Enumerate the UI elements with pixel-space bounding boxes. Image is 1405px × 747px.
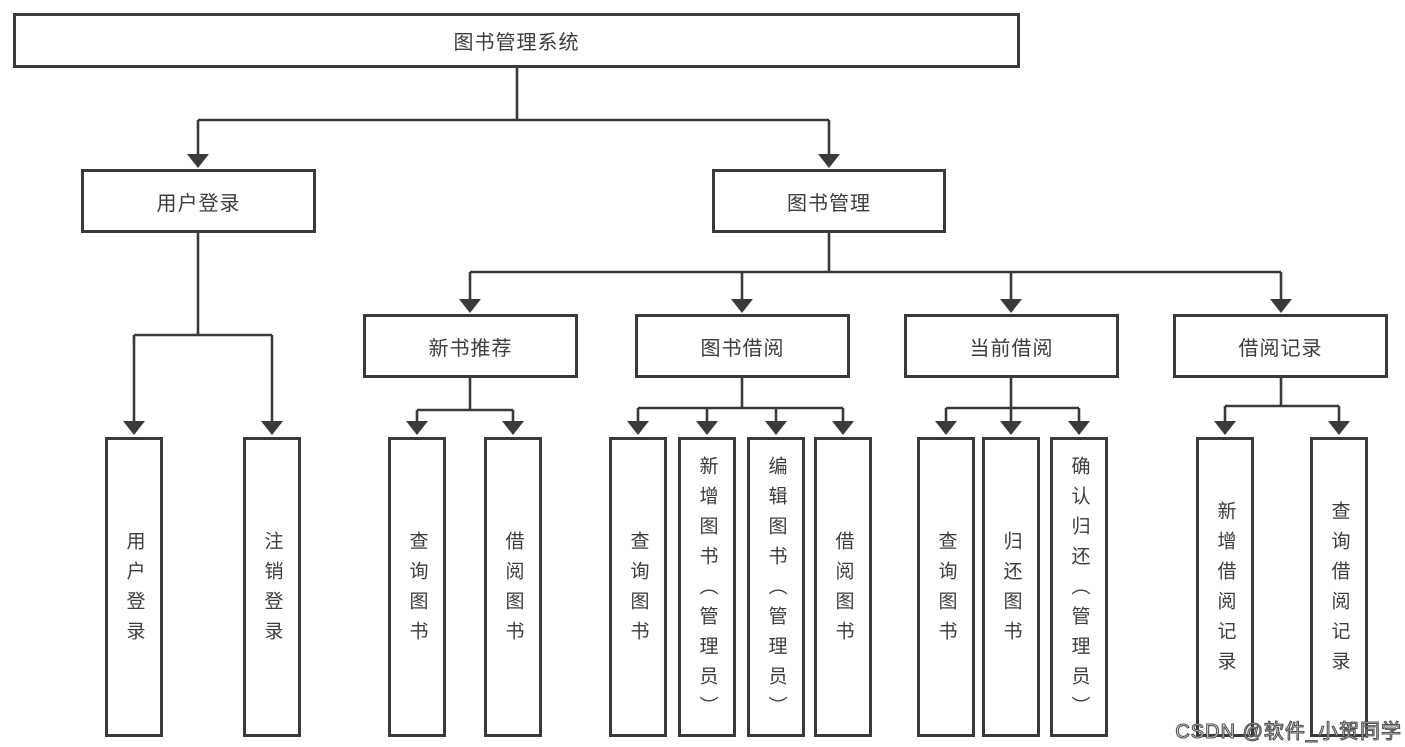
node-library-system: 图书管理系统 — [13, 13, 1020, 68]
csdn-watermark: CSDN @软件_小贺同学 — [1175, 720, 1402, 743]
leaf-add-borrow-record: 新增借阅记录 — [1196, 437, 1254, 737]
leaf-query-books-current: 查询图书 — [917, 437, 975, 737]
node-book-management: 图书管理 — [712, 169, 946, 233]
leaf-borrow-books: 借阅图书 — [814, 437, 872, 737]
node-book-borrowing: 图书借阅 — [635, 314, 850, 378]
node-new-book-recommend: 新书推荐 — [363, 314, 578, 378]
leaf-logout: 注销登录 — [243, 437, 301, 737]
leaf-confirm-return-admin: 确认归还（管理员） — [1050, 437, 1108, 737]
leaf-borrow-books-recommend: 借阅图书 — [484, 437, 542, 737]
leaf-return-book: 归还图书 — [982, 437, 1040, 737]
leaf-edit-book-admin: 编辑图书（管理员） — [747, 437, 805, 737]
leaf-query-borrow-record: 查询借阅记录 — [1310, 437, 1368, 737]
leaf-add-book-admin: 新增图书（管理员） — [678, 437, 736, 737]
node-user-login: 用户登录 — [81, 169, 316, 233]
leaf-query-books-borrowing: 查询图书 — [609, 437, 667, 737]
node-current-borrowing: 当前借阅 — [904, 314, 1119, 378]
leaf-user-login: 用户登录 — [105, 437, 163, 737]
leaf-query-books-recommend: 查询图书 — [388, 437, 446, 737]
node-borrowing-records: 借阅记录 — [1173, 314, 1388, 378]
